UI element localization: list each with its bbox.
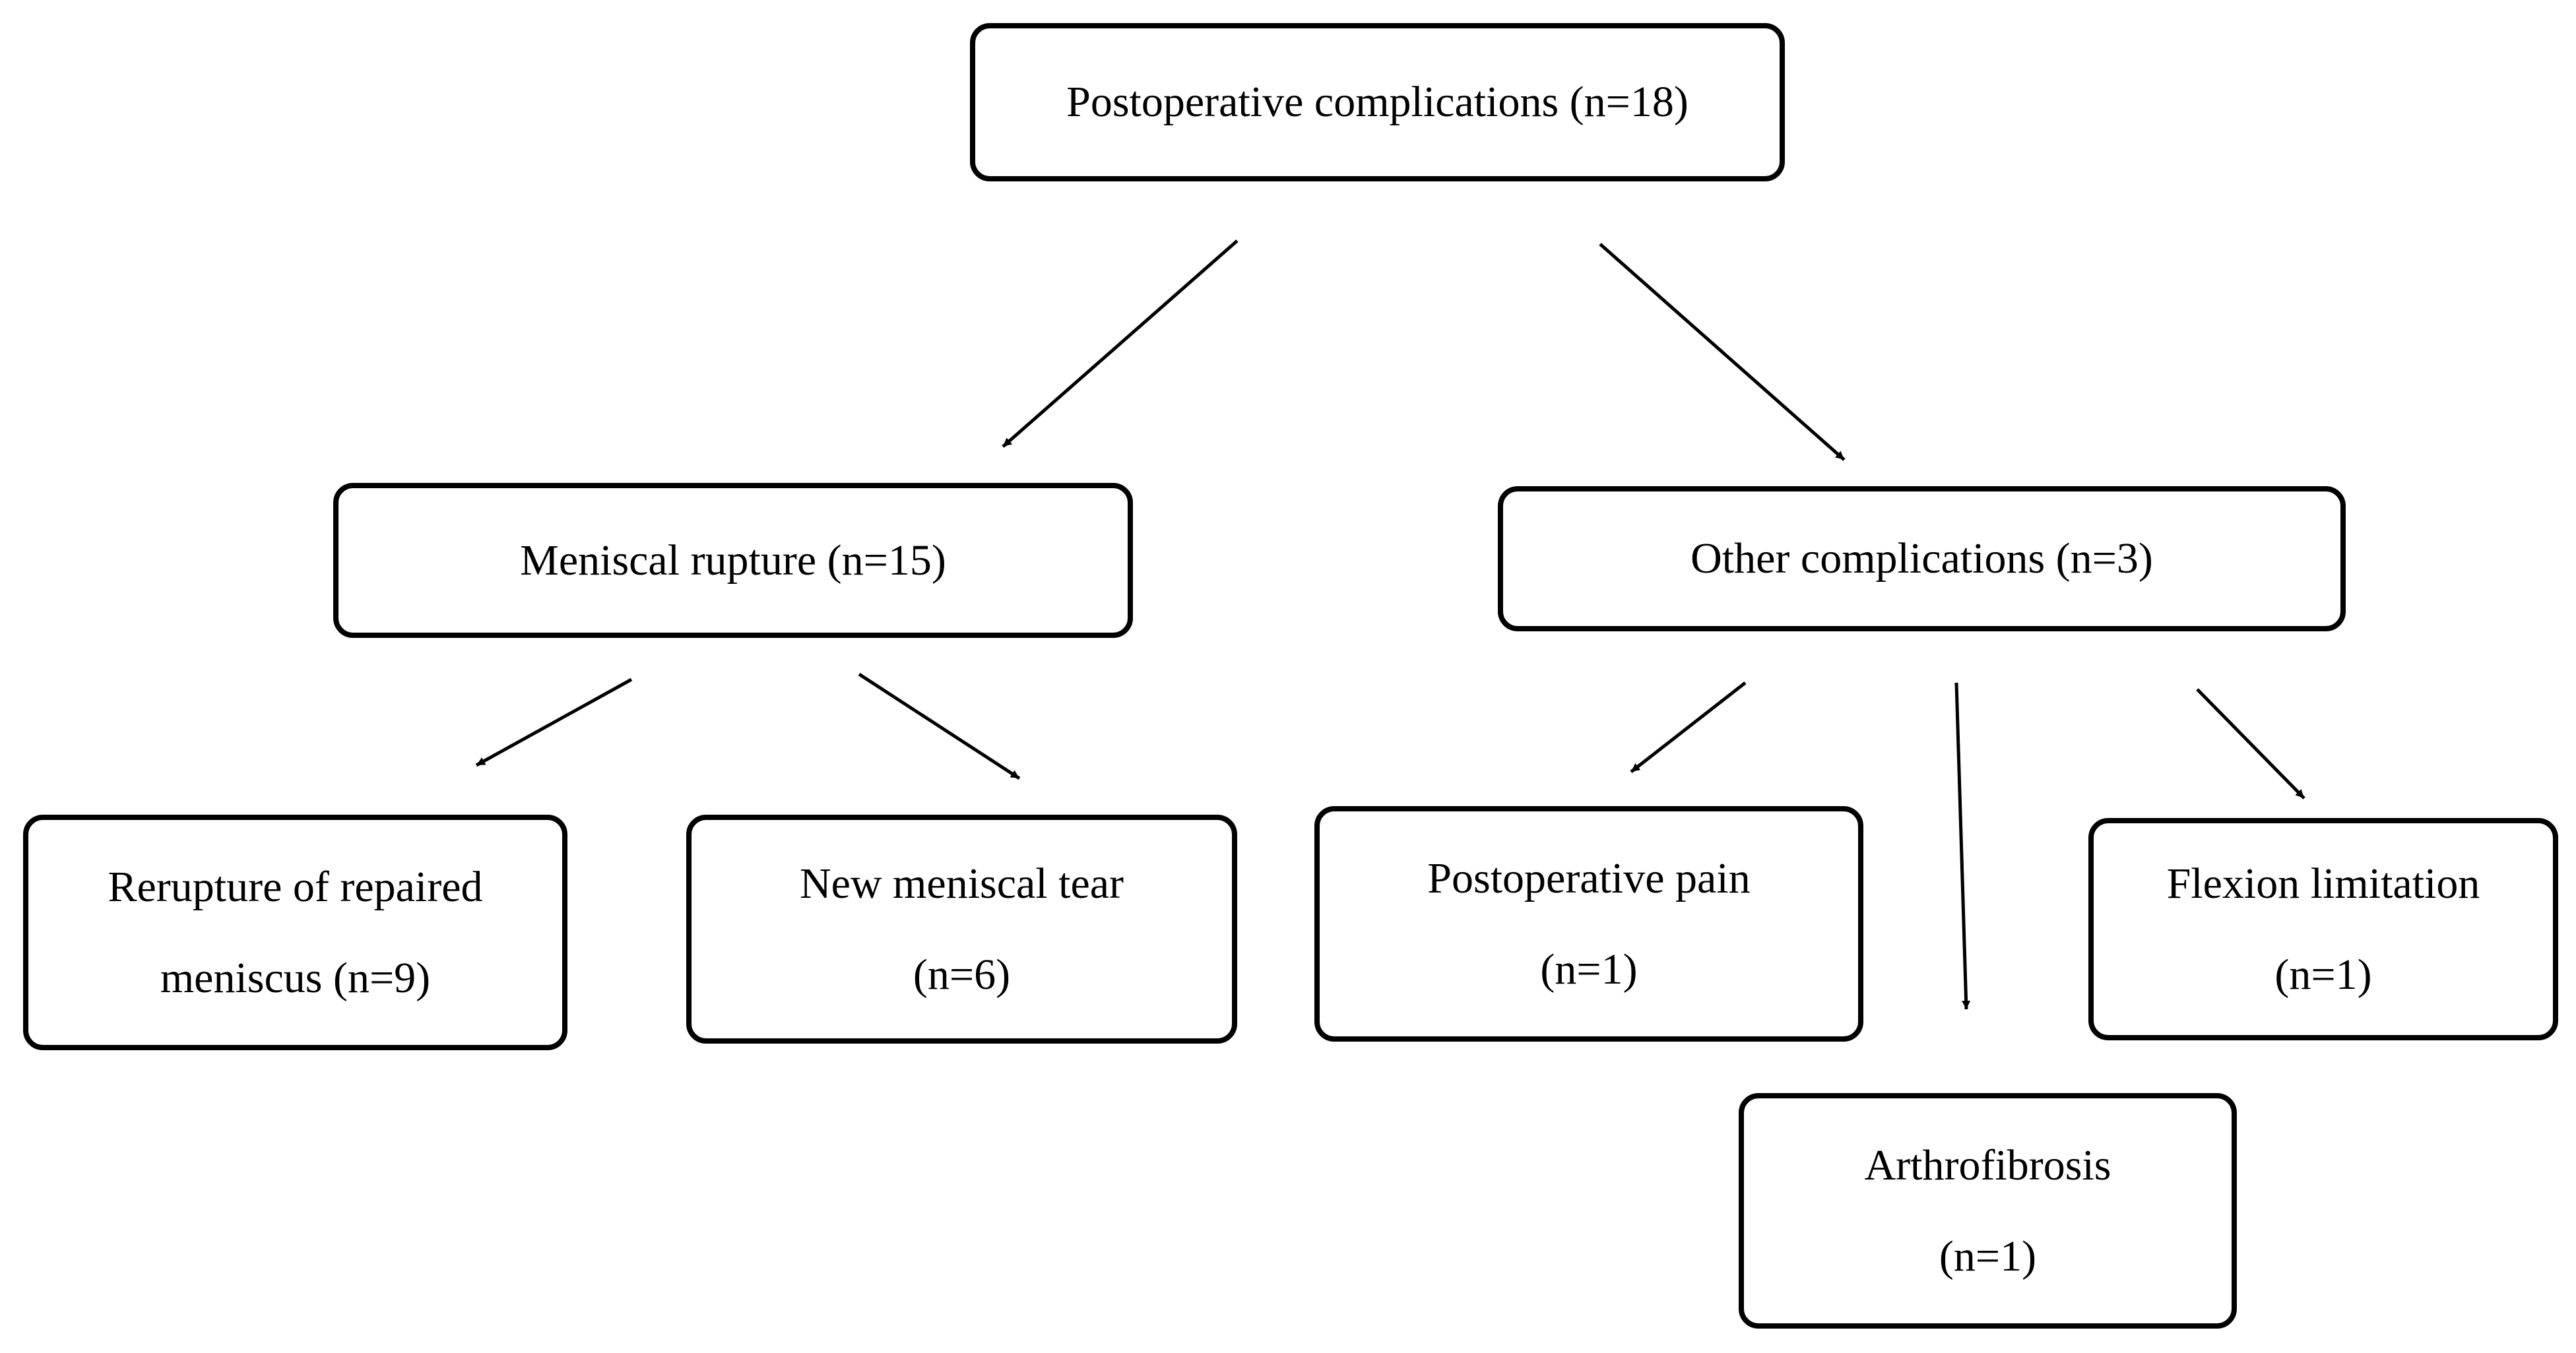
node-label-line2: (n=1) [1939,1232,2037,1280]
arrow-other-to-flexion [2196,688,2305,800]
arrow-meniscal-to-new-tear [858,672,1021,780]
node-label: Other complications (n=3) [1690,534,2153,583]
arrow-root-to-other [1599,243,1846,461]
node-label: Meniscal rupture (n=15) [520,536,946,584]
node-postoperative-pain: Postoperative pain (n=1) [1314,806,1863,1042]
arrow-other-to-arthrofibrosis [1954,682,1971,1010]
node-label: Postoperative complications (n=18) [1066,78,1689,127]
node-arthrofibrosis: Arthrofibrosis (n=1) [1739,1093,2237,1329]
node-meniscal-rupture: Meniscal rupture (n=15) [333,483,1133,638]
node-label-line1: New meniscal tear [799,860,1124,908]
node-flexion-limitation: Flexion limitation (n=1) [2088,818,2558,1040]
arrow-root-to-meniscal [1002,239,1239,448]
node-label-line2: (n=6) [913,950,1011,999]
node-postoperative-complications: Postoperative complications (n=18) [970,23,1785,181]
node-label-line1: Arthrofibrosis [1864,1141,2111,1190]
node-rerupture-repaired-meniscus: Rerupture of repaired meniscus (n=9) [23,815,567,1050]
node-label-line1: Flexion limitation [2166,860,2480,908]
node-label-line2: (n=1) [2274,950,2372,999]
arrow-other-to-pain [1630,681,1747,773]
node-other-complications: Other complications (n=3) [1498,486,2346,631]
node-new-meniscal-tear: New meniscal tear (n=6) [686,815,1237,1044]
node-label-line2: (n=1) [1540,945,1638,993]
node-label-line1: Rerupture of repaired [108,863,483,912]
node-label-line2: meniscus (n=9) [160,953,431,1002]
arrow-meniscal-to-rerupture [475,677,633,767]
node-label-line1: Postoperative pain [1427,854,1751,903]
